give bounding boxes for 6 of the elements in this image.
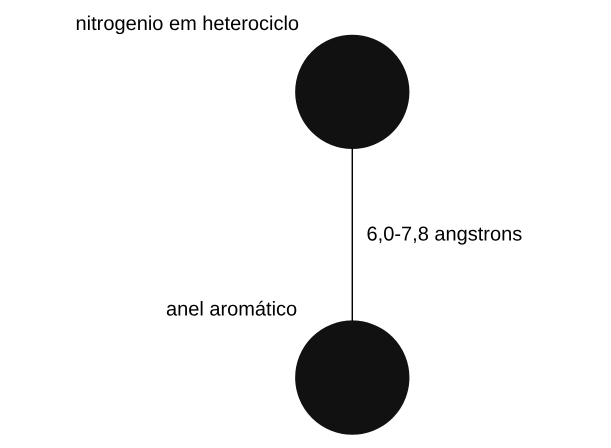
connector [352,148,353,322]
edge-label: 6,0-7,8 angstrons [366,224,522,246]
node-label: nitrogenio em heterociclo [76,13,300,35]
node-circle [295,320,410,435]
node-label: anel aromático [166,298,298,321]
node-circle [295,34,410,149]
